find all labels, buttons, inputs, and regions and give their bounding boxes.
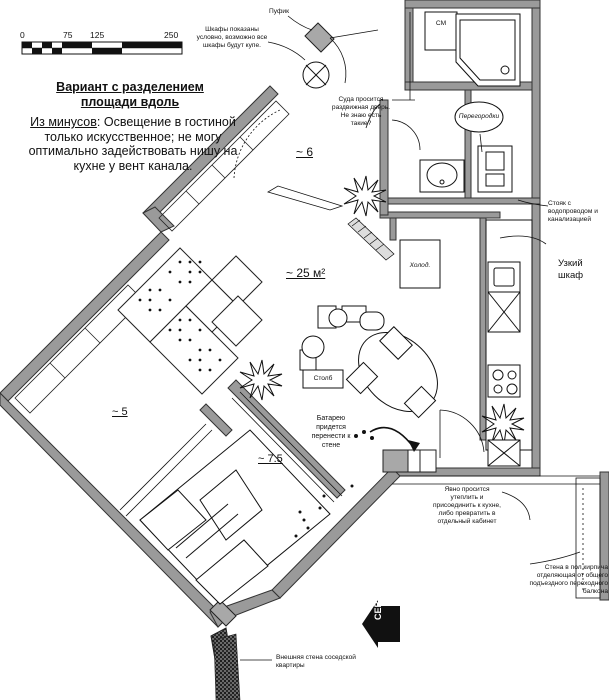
note-holod: Холод. [409, 262, 431, 269]
bedroom-glass-partition [119, 391, 343, 517]
kitchen-door [439, 409, 485, 458]
note-stolb: Столб [313, 375, 333, 382]
balcony [392, 475, 601, 599]
plant-living [239, 359, 283, 401]
radiator-hall [347, 217, 395, 261]
minus-label: Из минусов [30, 115, 97, 129]
note-leaders [240, 15, 581, 661]
north-label: СЕВЕР [373, 588, 383, 620]
hall-doors [233, 29, 379, 211]
note-pufik: Пуфик [269, 8, 289, 15]
area-hall: ~ 6 [296, 145, 314, 159]
bed [139, 429, 331, 605]
scale-tick-125: 125 [90, 30, 105, 40]
kitchen [485, 219, 533, 467]
plant-kitchen [481, 403, 525, 445]
sofa [117, 247, 263, 395]
area-wardrobe: ~ 5 [112, 406, 128, 418]
note-balcony: Явно просится утеплить и присоединить к … [432, 486, 502, 525]
hall-wardrobes [158, 100, 290, 232]
note-peregorodki: Перегородки [458, 113, 500, 120]
north-arrow [362, 600, 400, 648]
note-balcony-wall: Стена в пол кирпича отделяющая от общего… [529, 564, 609, 595]
note-sm: СМ [435, 20, 447, 27]
neighbour-brick-wall-lower [213, 633, 241, 700]
page-title: Вариант с разделением площади вдоль [56, 80, 204, 109]
scale-bar [21, 41, 183, 55]
note-sliding-door: Суда просится раздвижная дверь. Не знаю … [331, 96, 391, 127]
note-wardrobes: Шкафы показаны условно, возможно все шка… [196, 26, 268, 49]
scale-tick-250: 250 [164, 30, 179, 40]
peregorodki-arrow [479, 133, 483, 153]
note-battery: Батарею придется перенести к стене [311, 415, 351, 449]
pillars [209, 22, 437, 627]
minus-note: Из минусов: Освещение в гостиной только … [26, 115, 240, 173]
dining-set [299, 305, 438, 419]
scale-tick-75: 75 [63, 30, 73, 40]
battery-arrow [354, 426, 420, 452]
note-narrow-cabinet: Узкий шкаф [558, 258, 584, 281]
bedroom-partition-dots [294, 484, 354, 538]
note-stoyak: Стояк с водопроводом и канализацией [548, 200, 598, 223]
bathroom-walls-thin [391, 12, 421, 151]
note-outer-wall: Внешняя стена соседской квартиры [276, 654, 356, 669]
walls [0, 0, 609, 628]
pouf [302, 61, 330, 89]
area-living: ~ 25 м² [286, 266, 326, 280]
sofa-cushion-dots [138, 260, 222, 372]
armchair [211, 295, 263, 347]
peregorodki-bubble [454, 101, 504, 133]
scale-tick-0: 0 [20, 30, 25, 40]
minus-text: : Освещение в гостиной только искусствен… [28, 115, 238, 173]
area-bedroom: ~ 7.5 [258, 453, 283, 465]
plant-hall [343, 175, 387, 217]
bathroom [399, 11, 521, 289]
